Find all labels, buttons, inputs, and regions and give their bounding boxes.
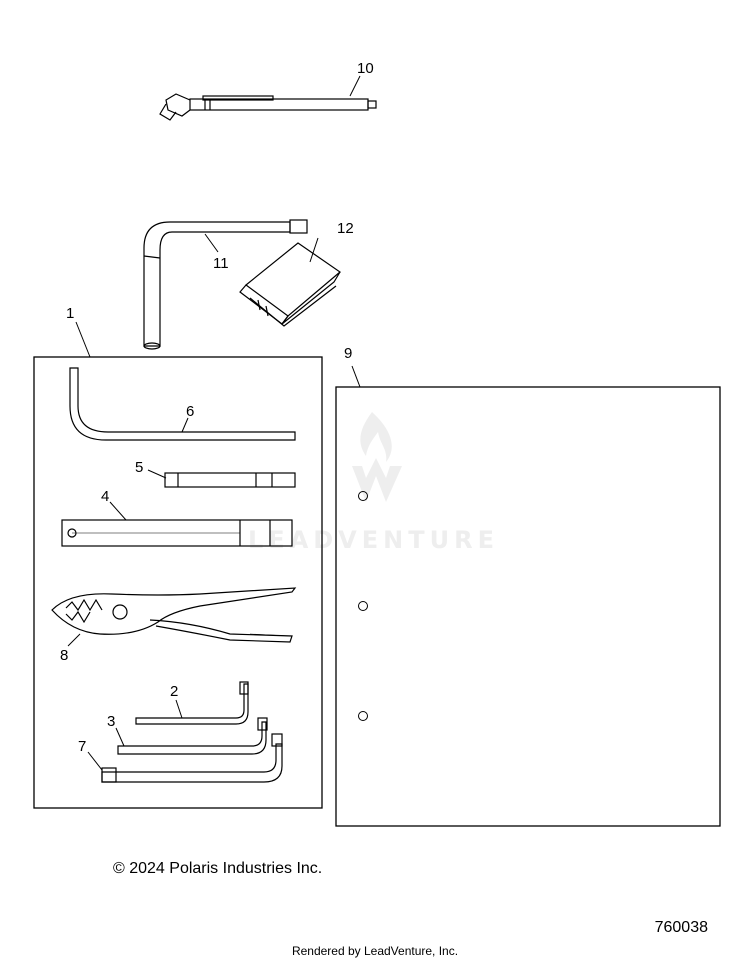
part-10-wrench-handle <box>159 93 377 121</box>
leader-8 <box>67 633 81 647</box>
leader-6 <box>181 417 189 433</box>
leadventure-watermark: LEADVENTURE <box>248 412 499 554</box>
part-2-hex-key-small <box>135 681 249 725</box>
leader-7 <box>87 751 103 771</box>
leader-4 <box>109 501 127 521</box>
part-3-hex-key-medium <box>117 717 268 755</box>
diagram-id: 760038 <box>654 919 708 936</box>
part-4-spark-plug-wrench <box>61 519 293 547</box>
copyright-notice: © 2024 Polaris Industries Inc. <box>113 860 323 877</box>
callout-3: 3 <box>107 713 115 730</box>
rendered-by-credit: Rendered by LeadVenture, Inc. <box>291 944 459 958</box>
callout-12: 12 <box>337 220 354 237</box>
leader-12 <box>309 237 319 263</box>
leader-1 <box>75 321 91 358</box>
callout-11: 11 <box>213 255 229 272</box>
part-11-l-bar <box>143 219 308 350</box>
leader-9 <box>351 365 361 388</box>
part-8-pliers <box>51 587 297 643</box>
leader-11 <box>204 233 219 253</box>
leader-5 <box>147 469 167 479</box>
leader-2 <box>175 699 183 719</box>
callout-5: 5 <box>135 459 143 476</box>
part-1-tool-kit-outline <box>33 356 323 809</box>
watermark-text: LEADVENTURE <box>248 526 499 554</box>
callout-6: 6 <box>186 403 194 420</box>
callout-7: 7 <box>78 738 86 755</box>
part-6-hex-key <box>69 367 296 441</box>
callout-4: 4 <box>101 488 109 505</box>
callout-8: 8 <box>60 647 68 664</box>
part-5-socket-tube <box>164 472 296 488</box>
part-9-manual-sheet <box>335 386 721 827</box>
leader-3 <box>115 727 125 747</box>
callout-10: 10 <box>357 60 374 77</box>
part-7-hex-key-large <box>101 733 283 783</box>
callout-9: 9 <box>344 345 352 362</box>
part-12-tool-box <box>239 242 341 327</box>
callout-2: 2 <box>170 683 178 700</box>
callout-1: 1 <box>66 305 74 322</box>
leader-10 <box>349 75 361 97</box>
